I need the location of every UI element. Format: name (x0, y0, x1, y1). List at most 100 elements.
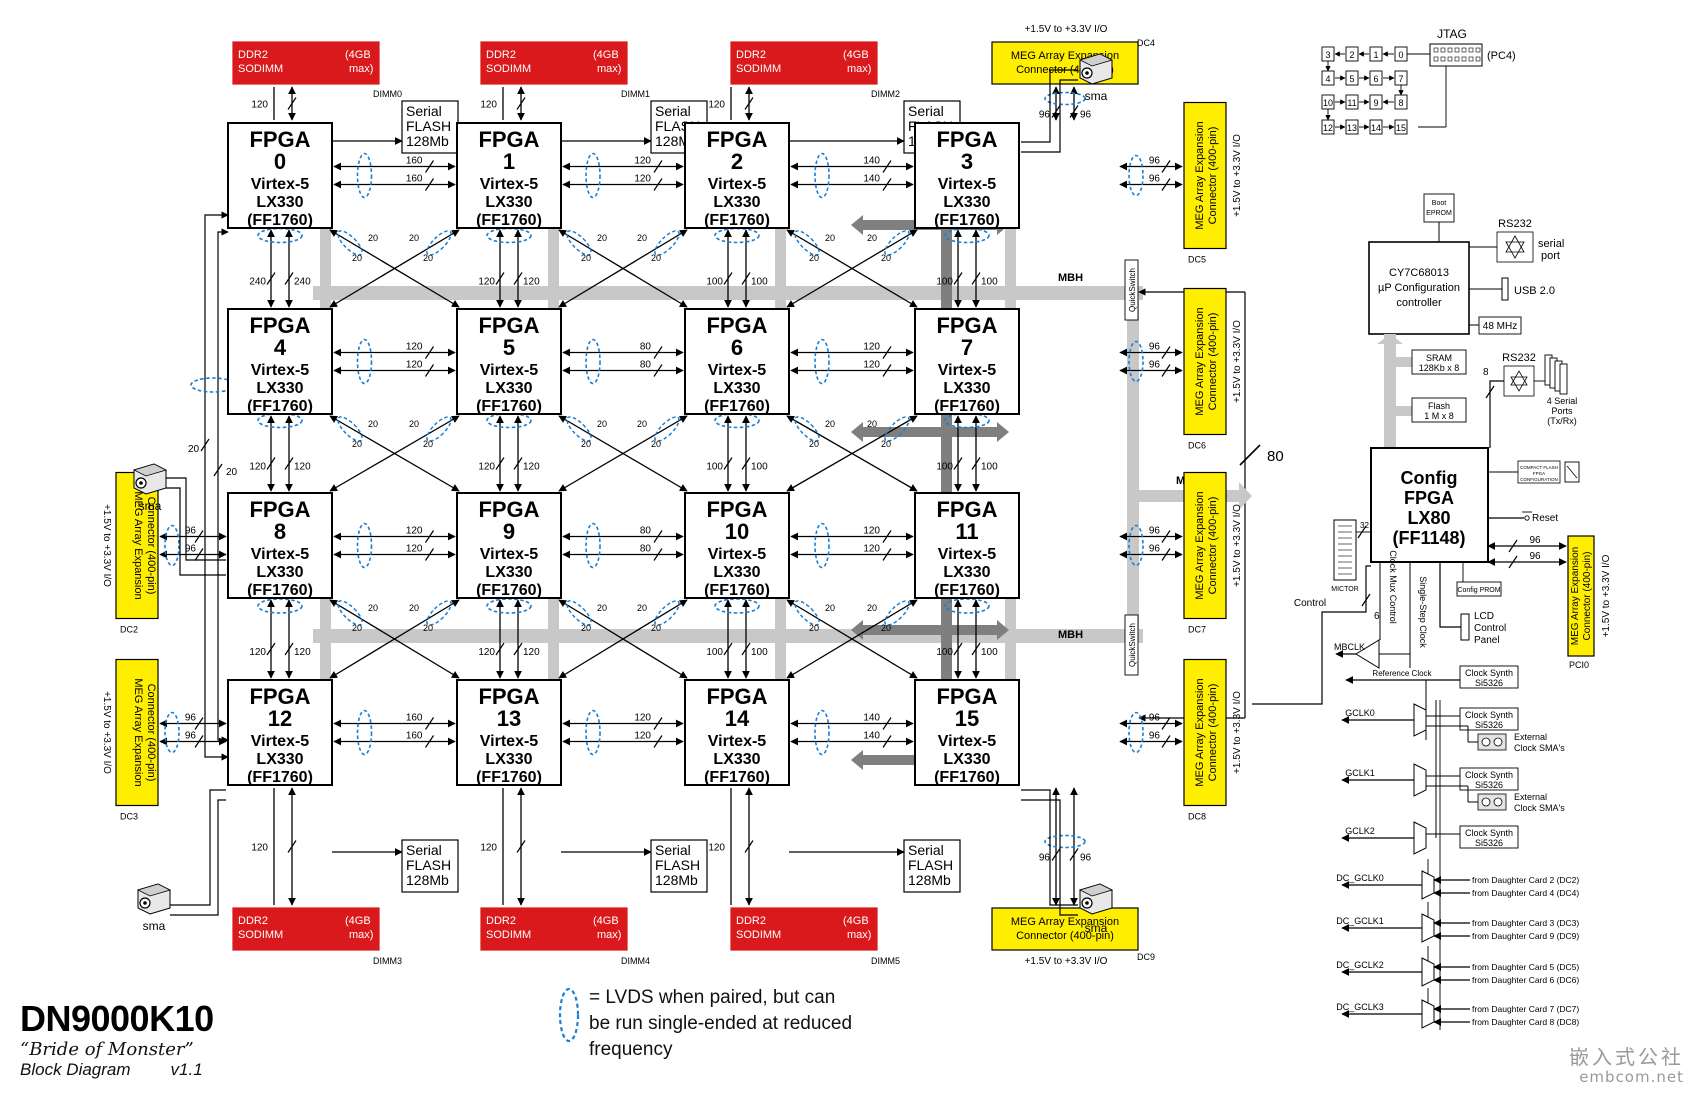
meg-label: MEG Array Expansion (1194, 307, 1206, 415)
v-link-width: 100 (751, 647, 768, 658)
meg-id: DC3 (120, 812, 138, 822)
ddr2-width: 120 (708, 100, 725, 111)
bus-width-slash-icon (744, 840, 754, 853)
lcd-label: LCD (1474, 611, 1494, 622)
lvds-ellipse-icon (257, 412, 303, 429)
ddr2-label: SODIMM (486, 63, 531, 75)
mbh-arrowhead (1239, 482, 1252, 510)
local-bus (1384, 334, 1396, 450)
meg-label: MEG Array Expansion (1194, 491, 1206, 599)
fpga-family: Virtex-5 (480, 546, 539, 563)
fpga-number: 8 (274, 519, 286, 544)
jtag-pin (1468, 47, 1474, 53)
v-link-width: 120 (294, 462, 311, 473)
config-fpga-box (1370, 447, 1489, 563)
serial-ports-label: Ports (1551, 406, 1573, 416)
dc-gclk-source: from Daughter Card 7 (DC7) (1472, 1004, 1579, 1014)
dc-gclk-source: from Daughter Card 6 (DC6) (1472, 975, 1579, 985)
bus-width-label: 80 (1267, 448, 1284, 465)
fpga-number: 10 (725, 519, 749, 544)
serial-flash-label: Serial (908, 103, 944, 119)
meg-id: DC6 (1188, 441, 1206, 451)
jtag-pc-label: (PC4) (1487, 50, 1516, 62)
lvds-ellipse-icon (558, 987, 580, 1043)
meg-io: +1.5V to +3.3V I/O (1025, 24, 1108, 35)
dimm-id: DIMM3 (373, 956, 402, 966)
fpga-box (456, 308, 562, 415)
dc-gclk-source: from Daughter Card 5 (DC5) (1472, 962, 1579, 972)
usb-controller-box (1368, 241, 1470, 335)
sram-box (1411, 349, 1467, 375)
edge-link-width: 20 (226, 467, 238, 478)
h-link-width: 160 (406, 731, 423, 742)
diag-link (558, 599, 688, 679)
fpga-box (684, 492, 790, 599)
meg-io: +1.5V to +3.3V I/O (1232, 691, 1243, 774)
jtag-pin (1454, 56, 1460, 62)
mbv-arrowhead (997, 422, 1009, 442)
config-fpga-label: (FF1148) (1392, 528, 1465, 548)
h-link-width: 120 (863, 544, 880, 555)
meg-box (1567, 535, 1595, 657)
v-link-width: 100 (706, 277, 723, 288)
sma-link (166, 477, 226, 561)
ddr2-width: 120 (480, 100, 497, 111)
ddr2-label: SODIMM (736, 929, 781, 941)
rs232-driver-icon (1505, 235, 1525, 253)
jtag-pin (1440, 47, 1446, 53)
bus-width-slash-icon (741, 272, 751, 285)
local-bus-branch (1396, 406, 1412, 416)
v-link-width: 100 (936, 647, 953, 658)
diag-link-width: 20 (637, 233, 647, 243)
fpga-title: FPGA (936, 497, 997, 522)
bus-width-slash-icon (1161, 160, 1171, 173)
bus-width-slash-icon (744, 97, 754, 110)
meg-box (991, 41, 1139, 85)
lvds-ellipse-icon (426, 230, 452, 256)
fpga-model: LX330 (943, 380, 990, 397)
v-link-width: 100 (751, 277, 768, 288)
sma-link (170, 789, 226, 906)
fpga-number: 4 (274, 335, 287, 360)
ddr2-capacity: (4GB (593, 49, 619, 61)
serial-flash-label: Serial (406, 103, 442, 119)
h-link-width: 140 (863, 174, 880, 185)
rs232-box (1496, 231, 1534, 263)
mbh-drop (775, 228, 786, 309)
serial-flash-label: Serial (406, 842, 442, 858)
diag-link-width: 20 (368, 603, 378, 613)
jtag-pin (1461, 47, 1467, 53)
bus-width-slash-icon (1508, 555, 1518, 569)
fpga-number: 13 (497, 706, 521, 731)
diag-link-width: 20 (881, 439, 891, 449)
jtag-pin (1468, 56, 1474, 62)
diag-link-width: 20 (423, 253, 433, 263)
lvds-ellipse-icon (654, 230, 680, 256)
meg-link-width: 96 (1149, 156, 1161, 167)
flash-memory-label: Flash (1428, 401, 1450, 411)
title-block: DN9000K10 “Bride of Monster” Block Diagr… (20, 1000, 214, 1080)
fpga-family: Virtex-5 (938, 176, 997, 193)
ddr2-capacity: (4GB (345, 915, 371, 927)
bus-width-slash-icon (287, 97, 297, 110)
ddr2-label: SODIMM (736, 63, 781, 75)
v-link-width: 120 (294, 647, 311, 658)
sma-pin (1085, 71, 1089, 75)
v-link-width: 120 (249, 647, 266, 658)
fpga-package: (FF1760) (476, 398, 542, 415)
lvds-ellipse-icon (794, 416, 820, 442)
meg-box (1183, 471, 1227, 620)
rs232-driver-icon (1505, 241, 1525, 259)
h-link-width: 80 (640, 360, 652, 371)
mbh-drop (548, 598, 559, 680)
sma-link (1021, 799, 1078, 916)
